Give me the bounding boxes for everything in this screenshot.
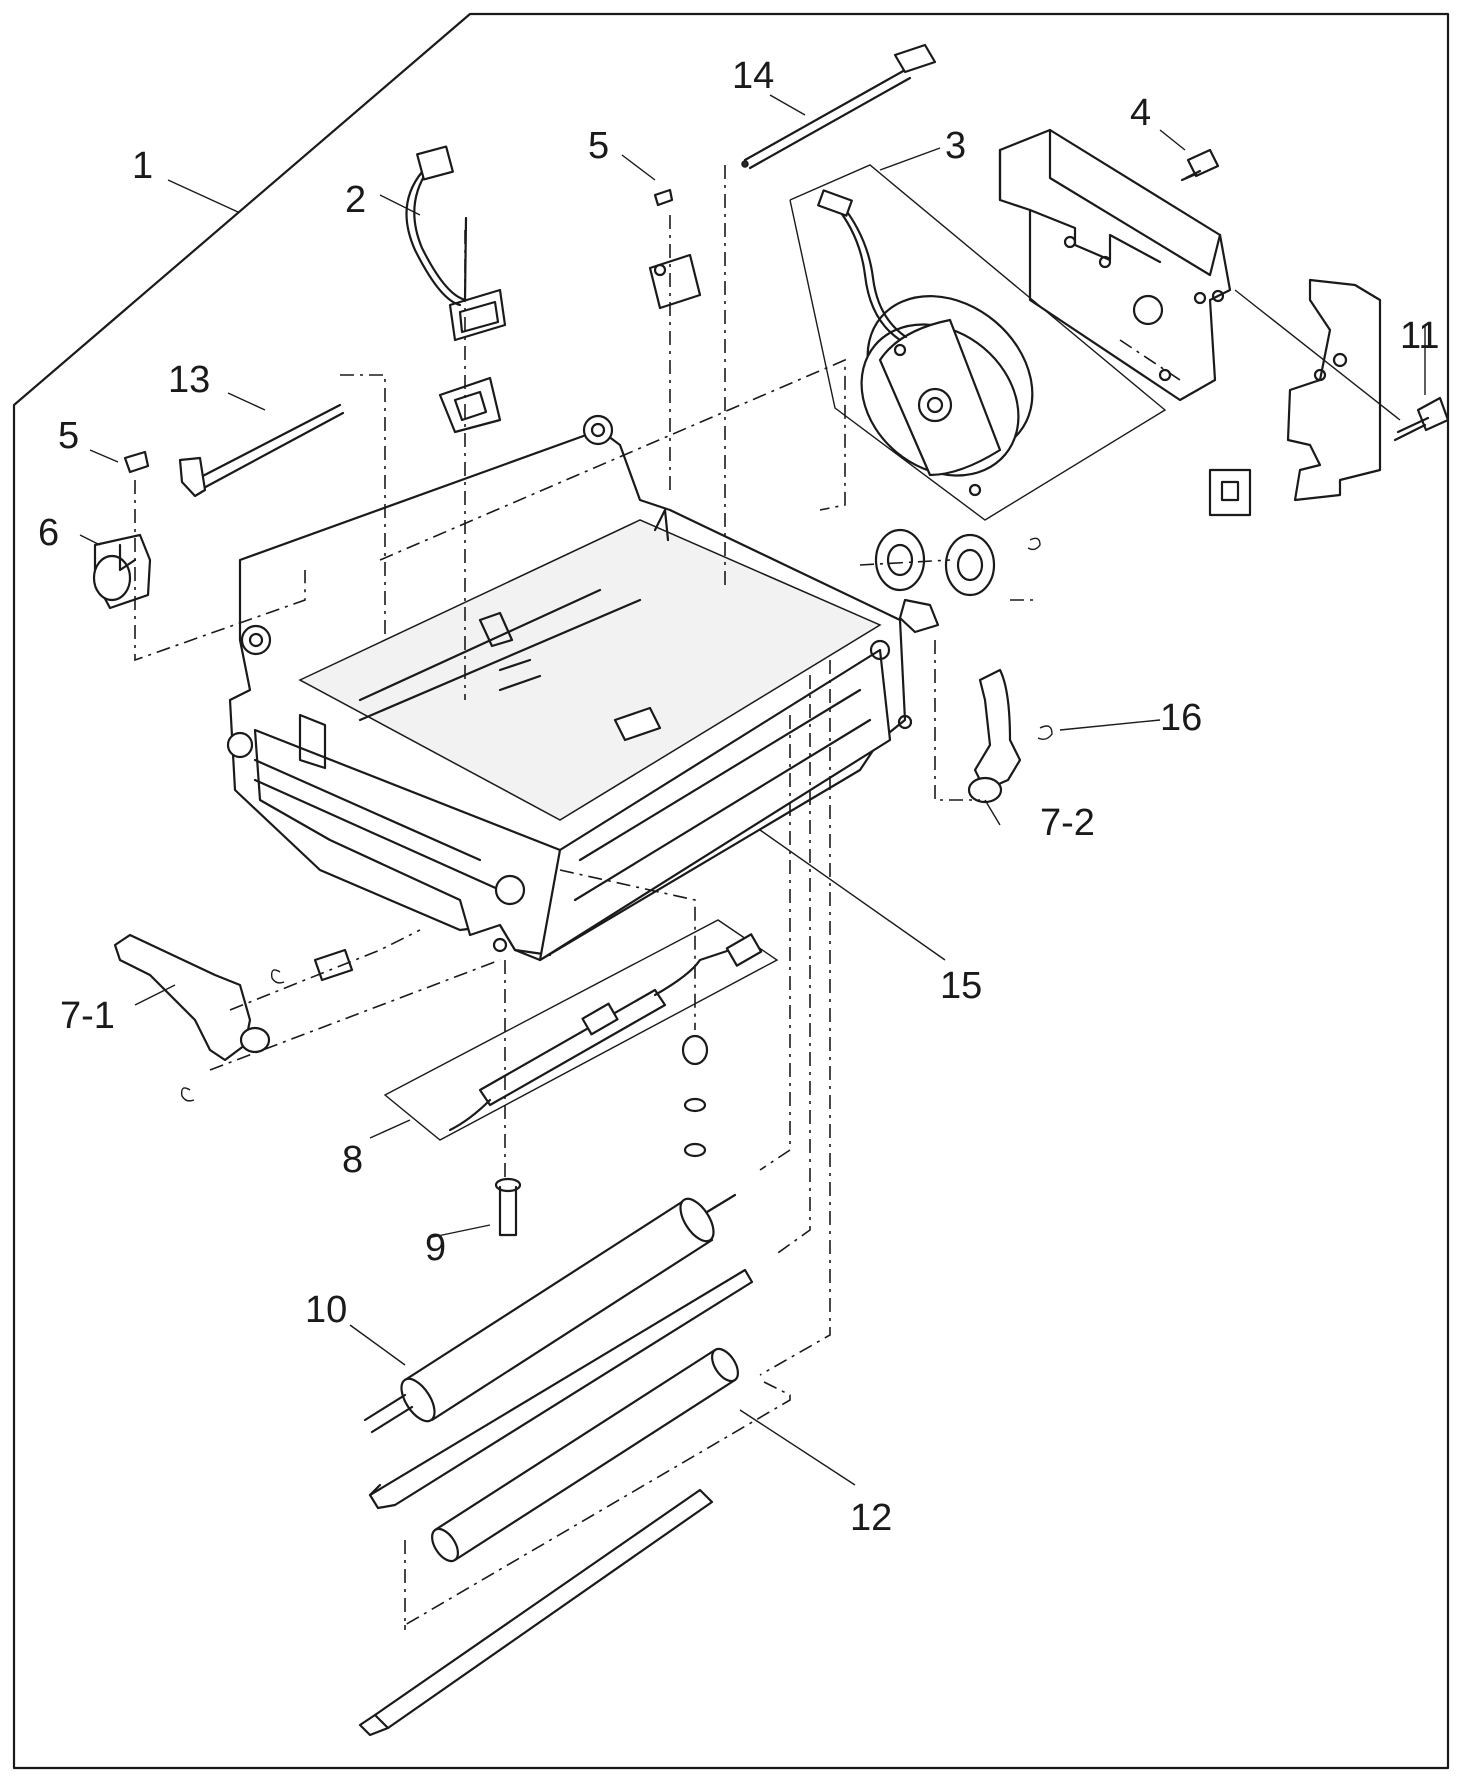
motor-bracket (998, 128, 1232, 402)
guide-plate (368, 1268, 754, 1510)
main-frame (226, 414, 913, 962)
callout-10: 10 (305, 1289, 347, 1331)
callout-5-mid: 5 (588, 125, 609, 167)
screw-11 (1393, 396, 1450, 442)
screw-4 (1180, 148, 1220, 182)
roller-12 (430, 1347, 740, 1563)
callout-4: 4 (1130, 92, 1151, 134)
callout-1: 1 (132, 145, 153, 187)
callout-5-left: 5 (58, 415, 79, 457)
bottom-shaft (358, 1488, 714, 1737)
bushing-6 (92, 533, 152, 610)
motor-assembly (789, 164, 1167, 521)
callout-6: 6 (38, 512, 59, 554)
sensor-board (383, 919, 779, 1158)
assembly-lines (134, 165, 1181, 1630)
lever-7-2 (967, 668, 1053, 804)
roller-10 (363, 1193, 737, 1434)
callout-12: 12 (850, 1497, 892, 1539)
callout-7-2: 7-2 (1040, 802, 1095, 844)
callout-3: 3 (945, 125, 966, 167)
callout-7-1: 7-1 (60, 995, 115, 1037)
lever-7-1 (113, 933, 354, 1102)
screw-9 (494, 1177, 522, 1237)
sensor-2 (405, 145, 507, 434)
callout-8: 8 (342, 1139, 363, 1181)
callout-11: 11 (1400, 315, 1439, 357)
callout-14: 14 (732, 55, 774, 97)
cable-strip-14 (741, 43, 937, 170)
screw-5-left (123, 450, 150, 474)
shaft-13 (178, 403, 345, 498)
callout-labels: 1 2 3 4 5 5 6 7-1 7-2 8 9 10 11 12 13 14… (38, 55, 1439, 1539)
leader-lines (79, 94, 1161, 1486)
callout-9: 9 (425, 1227, 446, 1269)
side-plate (1208, 278, 1382, 517)
callout-16: 16 (1160, 697, 1202, 739)
assembly-boundary (12, 12, 1450, 1770)
callout-2: 2 (345, 179, 366, 221)
gear-pair (874, 528, 1041, 634)
callout-13: 13 (168, 359, 210, 401)
callout-15: 15 (940, 965, 982, 1007)
sensor-5-mid (648, 188, 702, 310)
